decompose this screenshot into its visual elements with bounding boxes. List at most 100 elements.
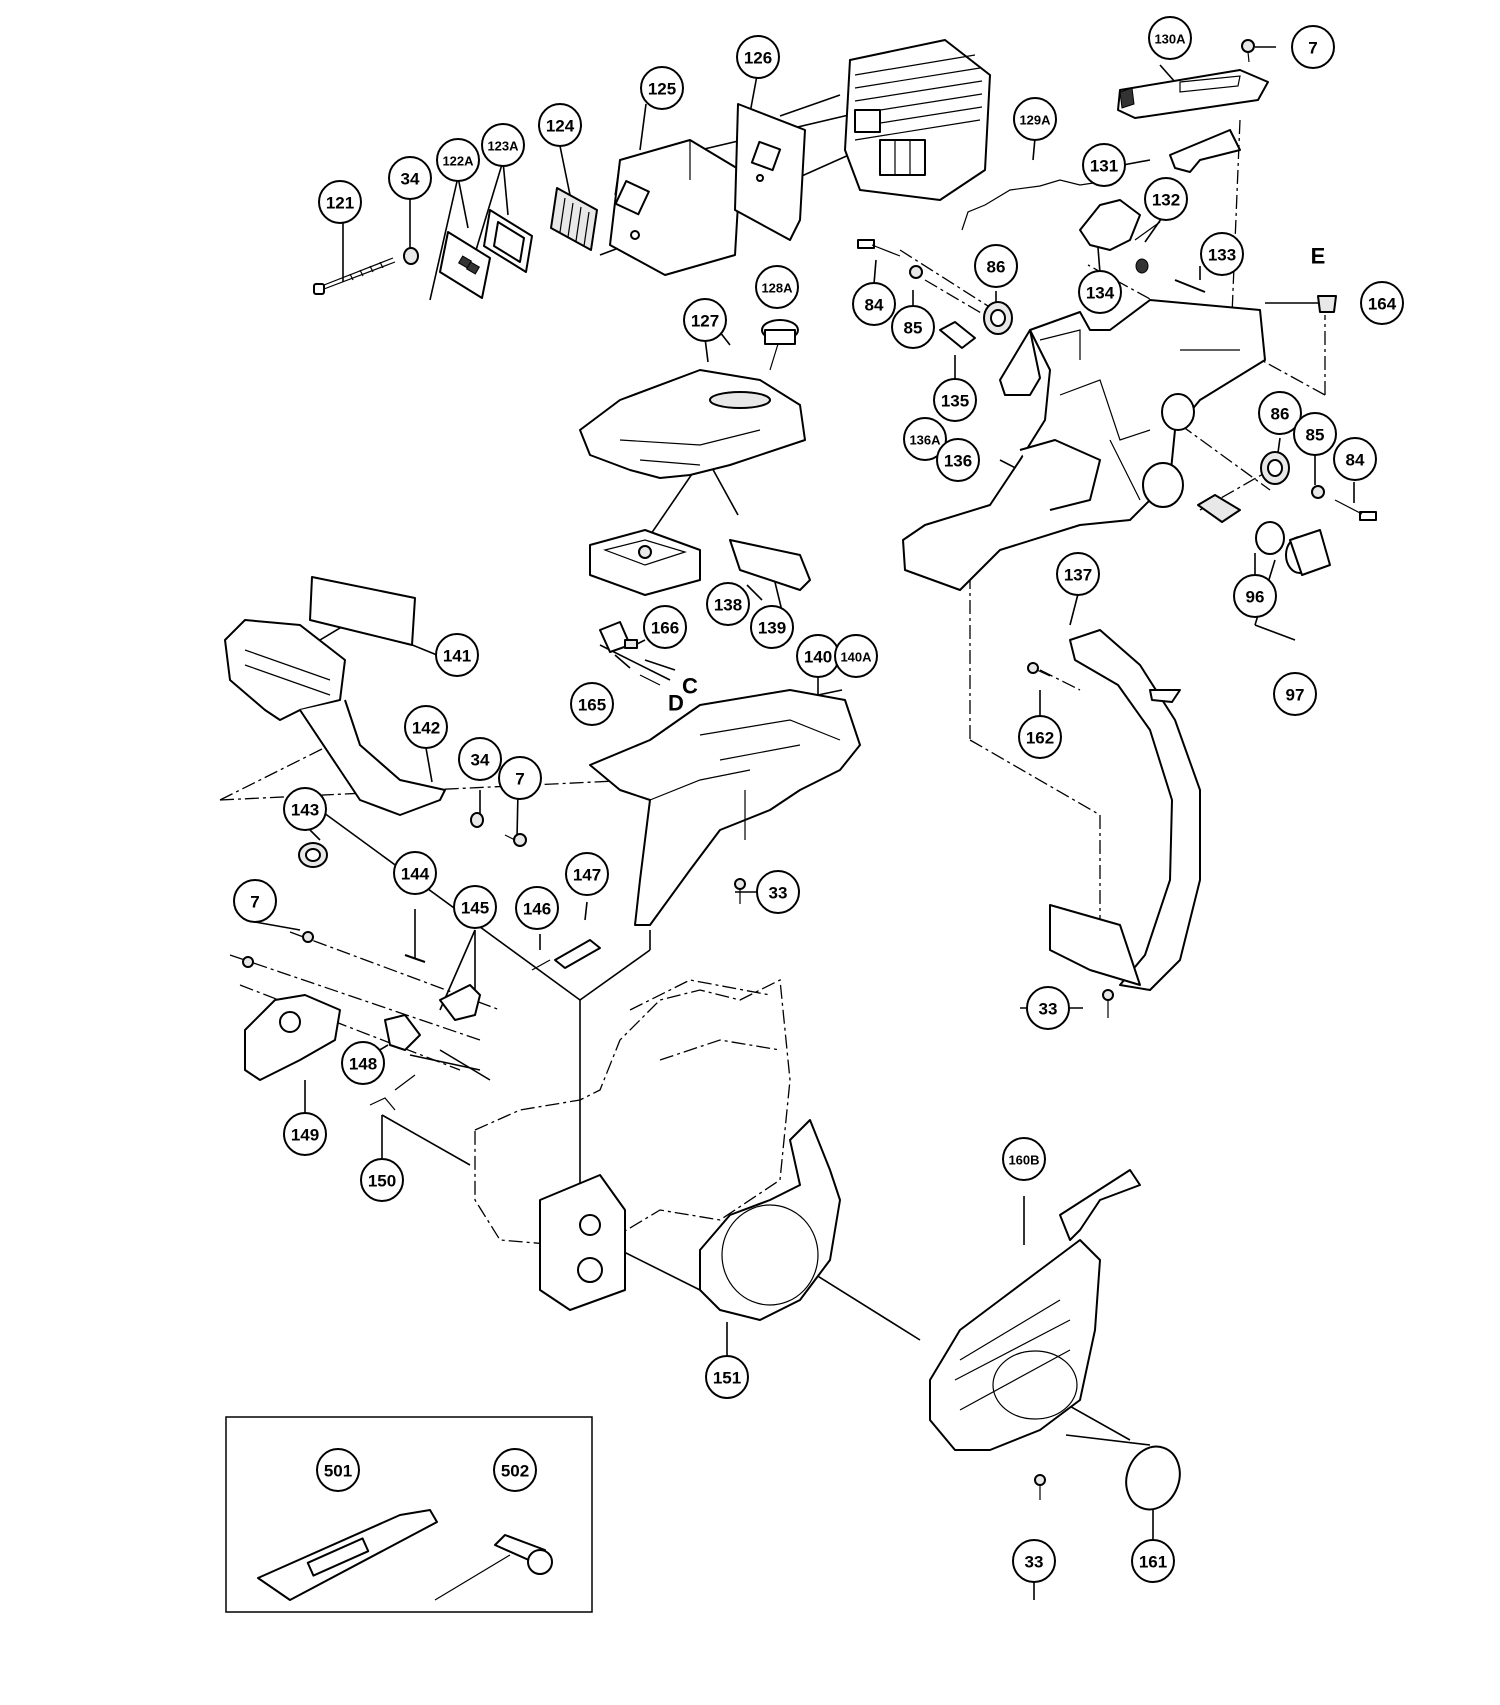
bracket-149 [244, 994, 341, 1081]
callout-124: 124 [538, 103, 582, 147]
callout-label: 140A [840, 650, 872, 665]
screw-7-c [242, 931, 314, 968]
callout-label: 34 [401, 170, 420, 189]
callout-85: 85 [891, 305, 935, 349]
callout-circle [570, 682, 614, 726]
housing-140 [589, 689, 861, 926]
callout-label: 34 [471, 751, 490, 770]
callout-166: 166 [643, 605, 687, 649]
callout-label: 150 [368, 1172, 396, 1191]
callout-label: 85 [1306, 426, 1325, 445]
callout-150: 150 [360, 1158, 404, 1202]
callout-circle [453, 885, 497, 929]
callout-label: 127 [691, 312, 719, 331]
callout-label: 161 [1139, 1553, 1167, 1572]
washer-34-b [470, 812, 484, 828]
callout-165: 165 [570, 682, 614, 726]
callout-label: 7 [515, 770, 524, 789]
callout-label: 86 [1271, 405, 1290, 424]
callout-138: 138 [706, 582, 750, 626]
callout-circle [498, 756, 542, 800]
callout-label: 86 [987, 258, 1006, 277]
callout-85: 85 [1293, 412, 1337, 456]
callout-135: 135 [933, 378, 977, 422]
callout-141: 141 [435, 633, 479, 677]
callout-circle [705, 1355, 749, 1399]
callout-502: 502 [493, 1448, 537, 1492]
callout-151: 151 [705, 1355, 749, 1399]
callout-circle [1026, 986, 1070, 1030]
callout-501: 501 [316, 1448, 360, 1492]
screen-124 [550, 187, 598, 251]
callout-circle [1002, 1137, 1046, 1181]
callout-circle [481, 123, 525, 167]
callout-label: 147 [573, 866, 601, 885]
plate-122A [439, 231, 491, 299]
callout-label: 135 [941, 392, 969, 411]
callout-label: 160B [1008, 1153, 1039, 1168]
oring-96 [1255, 521, 1285, 555]
callout-label: 166 [651, 619, 679, 638]
callout-circle [891, 305, 935, 349]
callout-84: 84 [852, 282, 896, 326]
callout-label: 148 [349, 1055, 377, 1074]
callout-circle [933, 378, 977, 422]
callout-circle [493, 1448, 537, 1492]
sleeve-135 [939, 321, 976, 349]
callout-circle [538, 103, 582, 147]
callout-7: 7 [498, 756, 542, 800]
cylinder [844, 39, 991, 201]
callout-label: 140 [804, 648, 832, 667]
callout-label: 131 [1090, 157, 1118, 176]
callout-label: 128A [761, 281, 793, 296]
screw-162 [1027, 662, 1051, 677]
callout-circle [436, 138, 480, 182]
callout-84: 84 [1333, 437, 1377, 481]
callout-147: 147 [565, 852, 609, 896]
rear-handle-136 [902, 299, 1266, 591]
air-filter-138 [589, 529, 701, 596]
callout-label: 138 [714, 596, 742, 615]
callout-140: 140 [796, 634, 840, 678]
callout-circle [903, 417, 947, 461]
callouts: 7130A126125124123A122A34121129A131132133… [233, 16, 1404, 1583]
callout-149: 149 [283, 1112, 327, 1156]
callout-label: 145 [461, 899, 489, 918]
front-handle-142 [224, 619, 446, 816]
callout-circle [1056, 552, 1100, 596]
grommet-164 [1317, 295, 1337, 313]
callout-circle [1131, 1539, 1175, 1583]
callout-33: 33 [1026, 986, 1070, 1030]
callout-circle [316, 1448, 360, 1492]
cap-bracket [1197, 494, 1241, 523]
callout-label: 133 [1208, 246, 1236, 265]
callout-circle [435, 633, 479, 677]
callout-circle [683, 298, 727, 342]
screw-7-top [1241, 39, 1255, 63]
callout-34: 34 [388, 156, 432, 200]
callout-144: 144 [393, 851, 437, 895]
callout-label: 126 [744, 49, 772, 68]
callout-circle [706, 582, 750, 626]
callout-circle [283, 1112, 327, 1156]
spring-146 [531, 959, 551, 971]
callout-127: 127 [683, 298, 727, 342]
top-cover-130A [1117, 69, 1269, 119]
callout-circle [1082, 143, 1126, 187]
callout-128a: 128A [755, 265, 799, 309]
callout-33: 33 [1012, 1539, 1056, 1583]
shield-126 [734, 103, 806, 241]
filter-cover-127 [579, 369, 806, 479]
callout-label: 165 [578, 696, 606, 715]
callout-label: 33 [1025, 1553, 1044, 1572]
callout-circle [1013, 97, 1057, 141]
callout-label: 146 [523, 900, 551, 919]
marker-c: C [682, 674, 698, 699]
letter-markers: E C D [668, 244, 1325, 716]
callout-96: 96 [1233, 574, 1277, 618]
callout-160b: 160B [1002, 1137, 1046, 1181]
callout-circle [852, 282, 896, 326]
callout-7: 7 [1291, 25, 1335, 69]
callout-label: 143 [291, 801, 319, 820]
knob-128A [761, 319, 799, 371]
